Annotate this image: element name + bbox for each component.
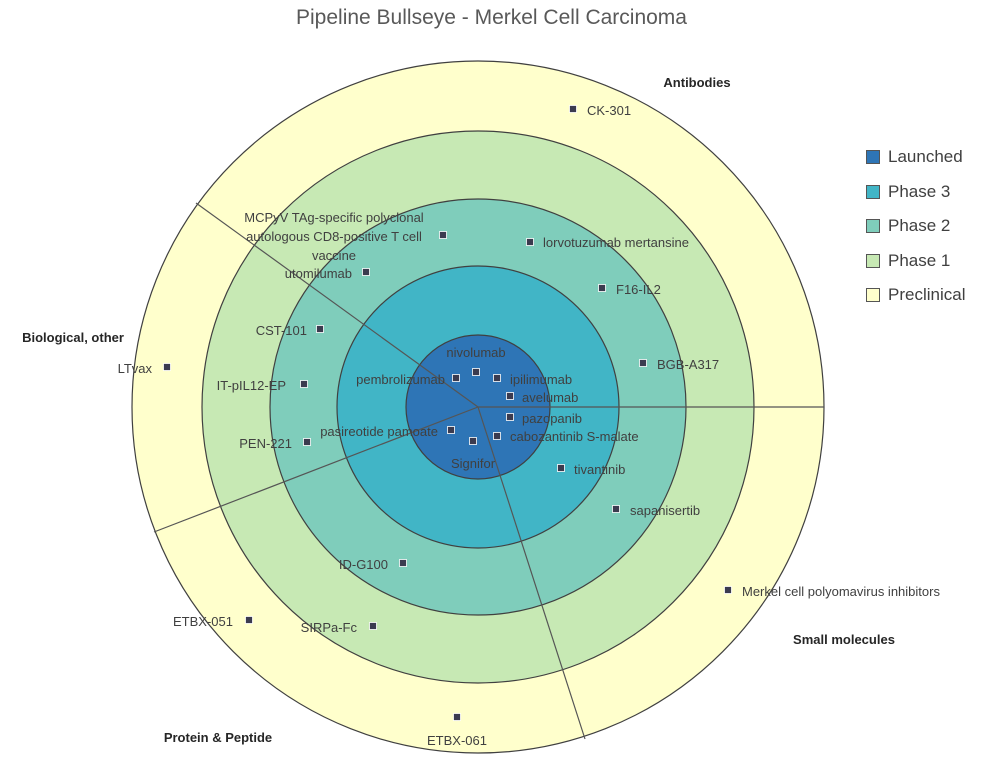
legend-label: Preclinical [888, 285, 966, 305]
sector-label-protein-peptide: Protein & Peptide [164, 730, 272, 745]
label-pen-221: PEN-221 [239, 436, 292, 451]
marker-pembrolizumab [452, 374, 460, 382]
marker-etbx-051 [245, 616, 253, 624]
label-lorvotuzumab-mertansine: lorvotuzumab mertansine [543, 235, 689, 250]
marker-ltvax [163, 363, 171, 371]
marker-etbx-061 [453, 713, 461, 721]
sector-divider-1 [195, 202, 479, 408]
legend-label: Phase 1 [888, 250, 951, 270]
marker-bgb-a317 [639, 359, 647, 367]
label-tivantinib: tivantinib [574, 462, 625, 477]
legend-swatch [866, 150, 880, 165]
marker-cabozantinib-s-malate [493, 432, 501, 440]
sector-dividers [153, 202, 824, 740]
sector-label-biological-other: Biological, other [22, 330, 124, 345]
marker-id-g100 [399, 559, 407, 567]
sector-label-small-molecules: Small molecules [793, 632, 895, 647]
label-signifor: Signifor [451, 456, 496, 471]
sector-divider-3 [477, 406, 586, 740]
label-sapanisertib: sapanisertib [630, 503, 700, 518]
legend-item-launched: Launched [866, 140, 965, 175]
marker-avelumab [506, 392, 514, 400]
label-id-g100: ID-G100 [339, 557, 388, 572]
legend-item-preclinical: Preclinical [866, 278, 965, 313]
label-pasireotide-pamoate: pasireotide pamoate [320, 424, 438, 439]
marker-nivolumab [472, 368, 480, 376]
legend-swatch [866, 184, 880, 199]
chart-title: Pipeline Bullseye - Merkel Cell Carcinom… [296, 6, 687, 29]
legend-swatch [866, 288, 880, 303]
marker-ck-301 [569, 105, 577, 113]
marker-sirpa-fc [369, 622, 377, 630]
legend-label: Phase 2 [888, 216, 951, 236]
label-merkel-cell-polyomavirus-inhibitors: Merkel cell polyomavirus inhibitors [742, 584, 940, 599]
label-it-pil12-ep: IT-pIL12-EP [217, 378, 286, 393]
legend-swatch [866, 253, 880, 268]
marker-pasireotide-pamoate [447, 426, 455, 434]
legend-item-phase-2: Phase 2 [866, 209, 965, 244]
marker-signifor [469, 437, 477, 445]
marker-f16-il2 [598, 284, 606, 292]
label-ipilimumab: ipilimumab [510, 372, 572, 387]
marker-merkel-cell-polyomavirus-inhibitors [724, 586, 732, 594]
label-ck-301: CK-301 [587, 103, 631, 118]
marker-pen-221 [303, 438, 311, 446]
sector-label-antibodies: Antibodies [663, 75, 730, 90]
legend-item-phase-3: Phase 3 [866, 175, 965, 210]
label-bgb-a317: BGB-A317 [657, 357, 719, 372]
legend-label: Launched [888, 147, 963, 167]
label-sirpa-fc: SIRPa-Fc [301, 620, 358, 635]
marker-tivantinib [557, 464, 565, 472]
marker-sapanisertib [612, 505, 620, 513]
label-avelumab: avelumab [522, 390, 578, 405]
label-etbx-061: ETBX-061 [427, 733, 487, 748]
marker-utomilumab [362, 268, 370, 276]
marker-pazopanib [506, 413, 514, 421]
label-pazopanib: pazopanib [522, 411, 582, 426]
marker-mcpyv-tag-specific-polyclonal-autologous-cd8-positive-t-cell-vaccine [439, 231, 447, 239]
label-cabozantinib-s-malate: cabozantinib S-malate [510, 429, 639, 444]
label-ltvax: LTvax [118, 361, 153, 376]
legend-item-phase-1: Phase 1 [866, 244, 965, 279]
marker-it-pil12-ep [300, 380, 308, 388]
label-utomilumab: utomilumab [285, 266, 352, 281]
sector-divider-4 [153, 406, 479, 533]
legend-swatch [866, 219, 880, 234]
marker-ipilimumab [493, 374, 501, 382]
marker-cst-101 [316, 325, 324, 333]
point-markers [163, 105, 732, 721]
label-pembrolizumab: pembrolizumab [356, 372, 445, 387]
label-f16-il2: F16-IL2 [616, 282, 661, 297]
label-etbx-051: ETBX-051 [173, 614, 233, 629]
label-nivolumab: nivolumab [446, 345, 505, 360]
label-cst-101: CST-101 [256, 323, 307, 338]
legend-label: Phase 3 [888, 181, 951, 201]
marker-lorvotuzumab-mertansine [526, 238, 534, 246]
